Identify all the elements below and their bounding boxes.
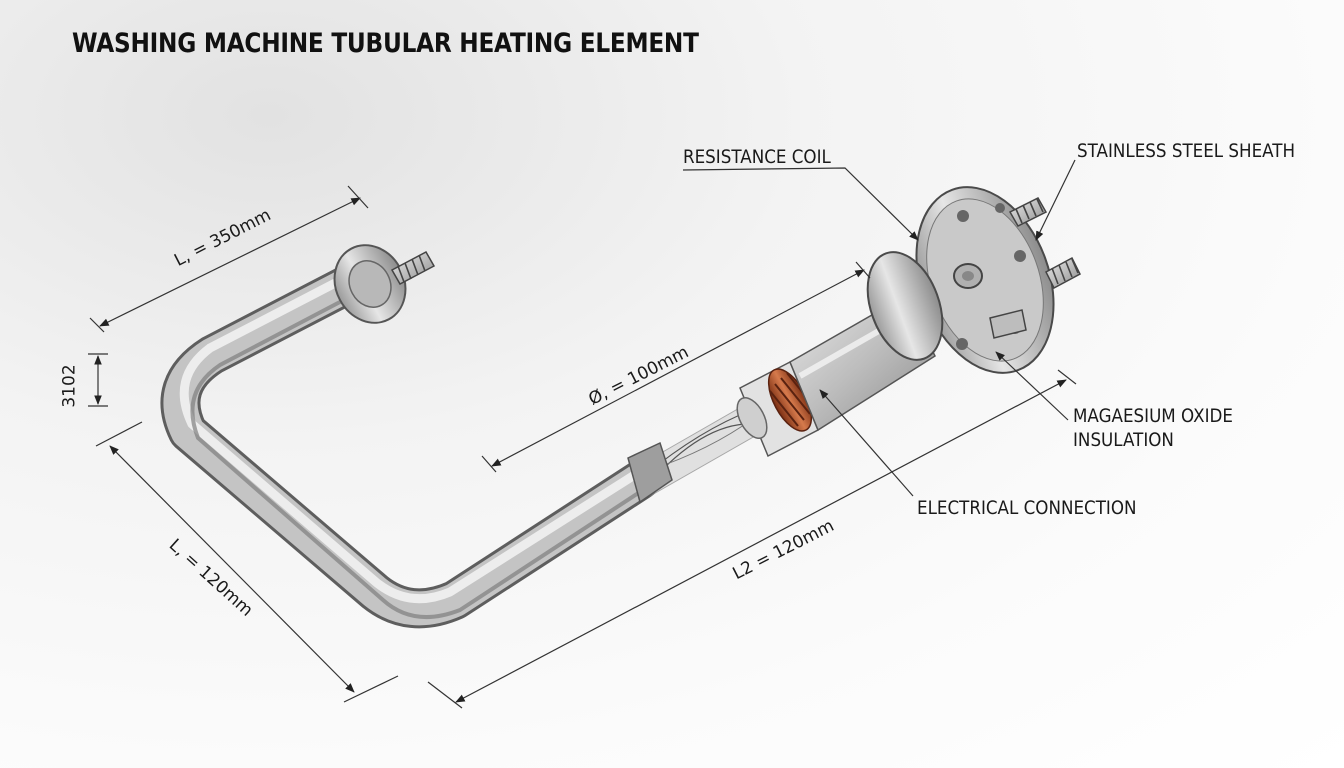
leader-stainless-steel-sheath [1035, 159, 1076, 241]
flange-hole [1014, 250, 1026, 262]
mounting-flange [866, 186, 1055, 374]
dimension-lines [88, 185, 1077, 709]
dim-line-top-length [99, 197, 361, 327]
dim-line-bottom-length [455, 379, 1067, 703]
threaded-stud-right-upper [1008, 197, 1048, 227]
leader-resistance-coil [682, 167, 919, 241]
diagram-title: WASHING MACHINE TUBULAR HEATING ELEMENT [72, 28, 699, 59]
callout-magnesium-oxide-line1: MAGAESIUM OXIDE [1073, 405, 1233, 427]
callout-electrical-connection: ELECTRICAL CONNECTION [917, 497, 1137, 519]
callout-resistance-coil: RESISTANCE COIL [683, 146, 831, 168]
callout-magnesium-oxide-line2: INSULATION [1073, 429, 1174, 451]
callout-magnesium-oxide: MAGAESIUM OXIDE INSULATION [1073, 404, 1233, 452]
leader-electrical-connection [819, 389, 914, 497]
threaded-stud-right-lower [1045, 256, 1081, 290]
flange-hole [956, 338, 968, 350]
flange-hole [957, 210, 969, 222]
flange-hole [995, 203, 1005, 213]
tube-sheath [160, 252, 660, 629]
callout-stainless-steel-sheath: STAINLESS STEEL SHEATH [1077, 140, 1296, 162]
dim-label-side-height: 3102 [59, 364, 80, 408]
dim-line-lower-length [109, 445, 355, 693]
threaded-stud-left [390, 250, 436, 286]
terminal-nut-left [333, 244, 436, 324]
